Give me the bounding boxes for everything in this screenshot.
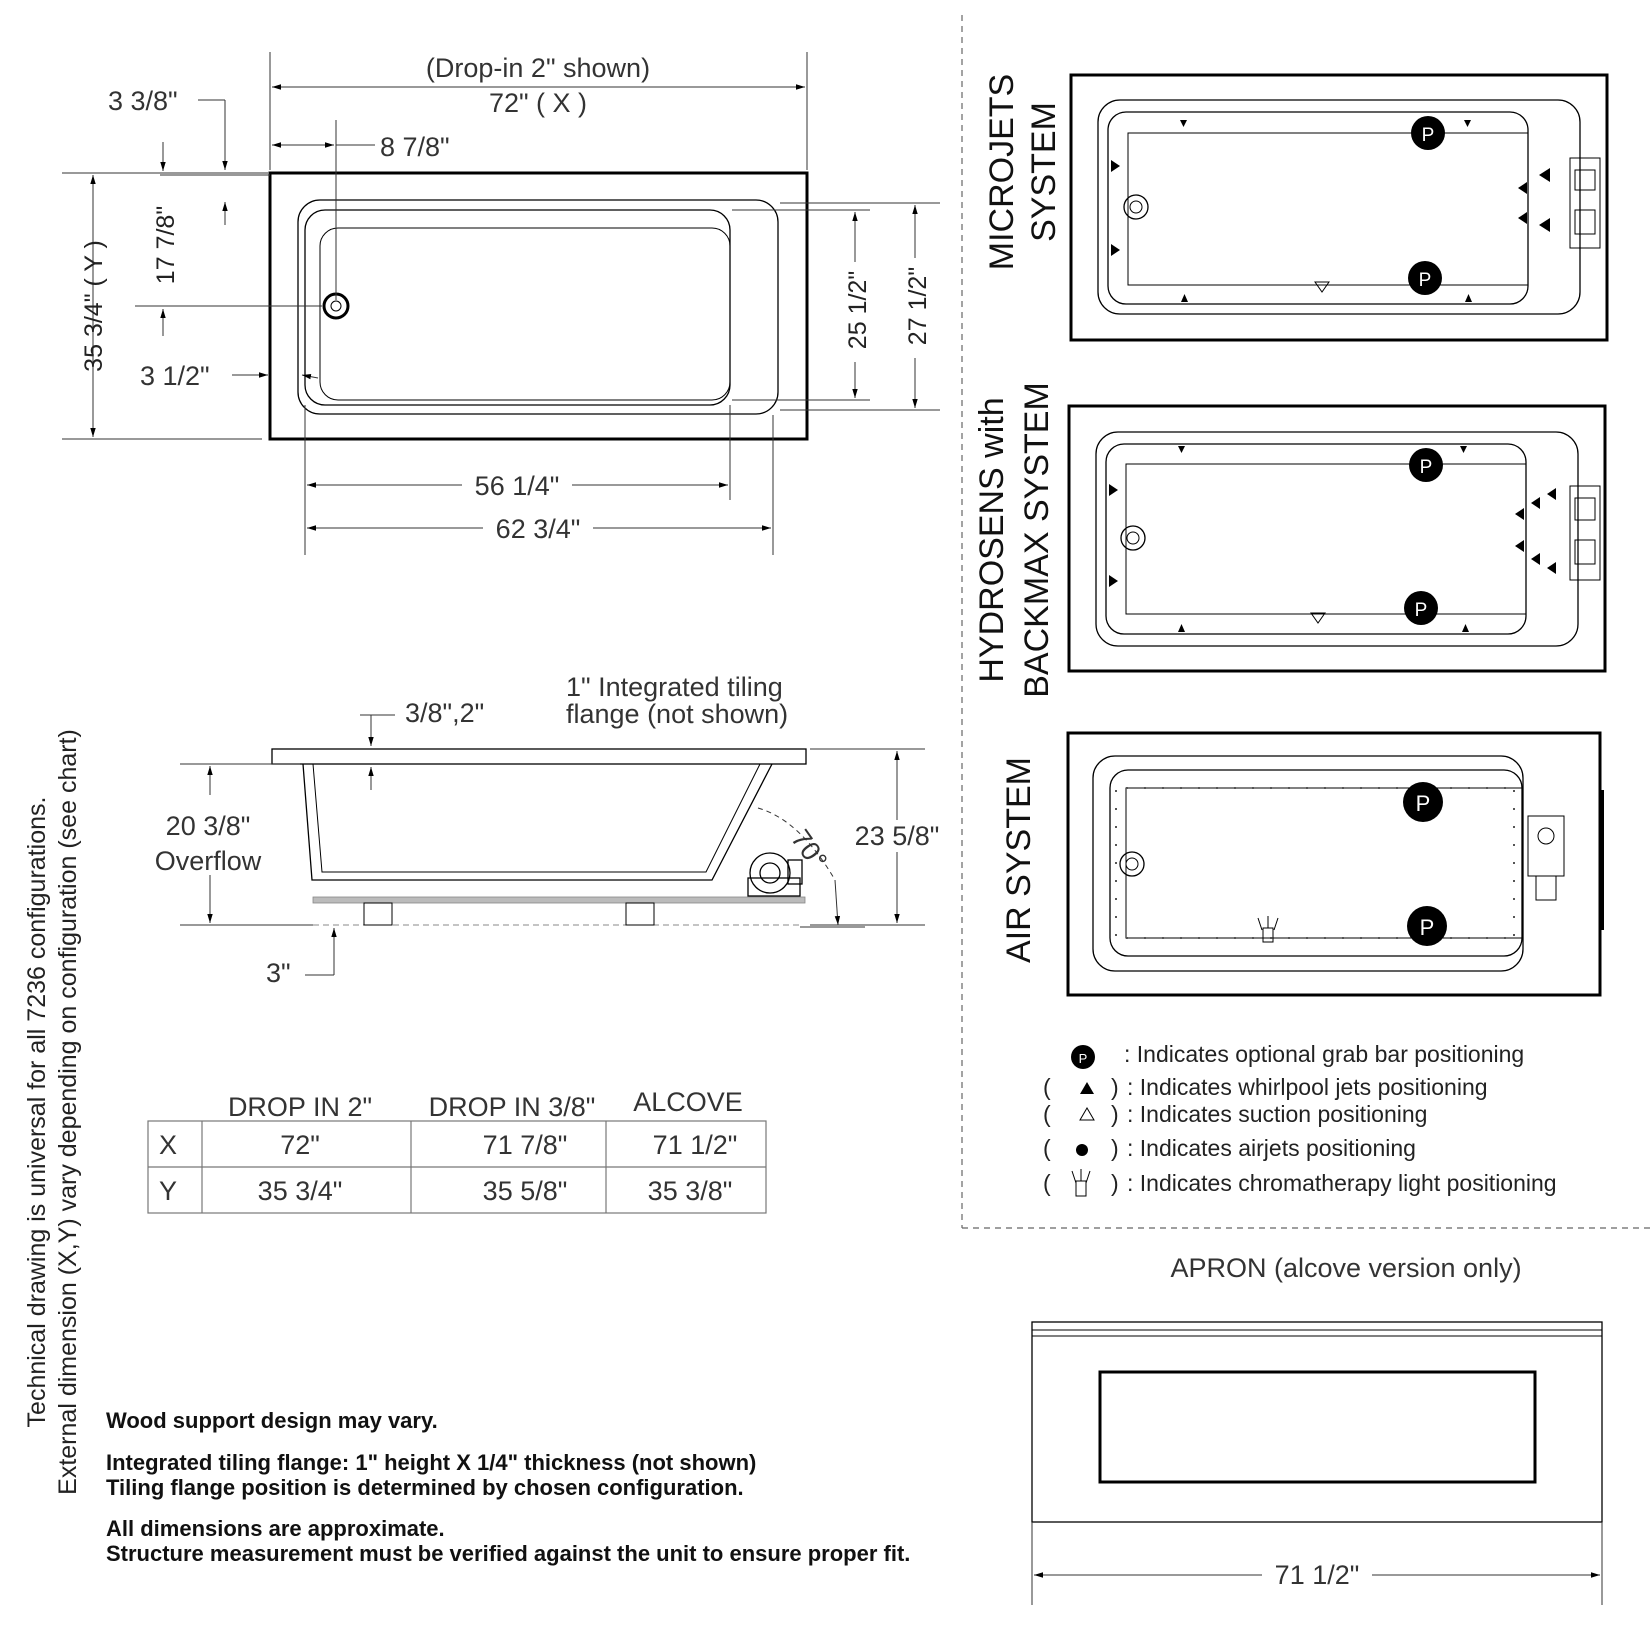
apron-width: 71 1/2" <box>1275 1560 1360 1590</box>
table-cell: 71 1/2" <box>653 1130 738 1160</box>
paren: ) <box>1111 1170 1119 1196</box>
note-wood: Wood support design may vary. <box>106 1408 438 1433</box>
table-cell: 72" <box>280 1130 320 1160</box>
microjets-label-1: MICROJETS <box>983 74 1021 270</box>
legend-whirlpool: : Indicates whirlpool jets positioning <box>1127 1074 1488 1100</box>
legend: P : Indicates optional grab bar position… <box>1043 1041 1557 1197</box>
table-row-label: Y <box>159 1176 177 1206</box>
dim-17-7-8: 17 7/8" <box>152 206 180 284</box>
table-cell: 35 5/8" <box>483 1176 568 1206</box>
hydrosens-system: HYDROSENS with BACKMAX SYSTEM P P <box>973 382 1607 698</box>
legend-suction: : Indicates suction positioning <box>1127 1101 1427 1127</box>
note-flange-1: Integrated tiling flange: 1" height X 1/… <box>106 1450 756 1475</box>
paren: ( <box>1043 1101 1051 1127</box>
note-approx-1: All dimensions are approximate. <box>106 1516 445 1541</box>
side-view: 3/8",2" 1" Integrated tiling flange (not… <box>155 672 945 988</box>
table-cell: 35 3/4" <box>258 1176 343 1206</box>
grab-bar-icon: P <box>1416 791 1431 816</box>
airjet-icon <box>1076 1144 1088 1156</box>
dim-56-1-4: 56 1/4" <box>475 471 560 501</box>
dim-3-3-8: 3 3/8" <box>108 86 178 116</box>
air-blower-icon <box>1527 815 1565 901</box>
paren: ( <box>1043 1074 1051 1100</box>
tub-floor <box>319 227 731 401</box>
air-system-label: AIR SYSTEM <box>1000 757 1038 963</box>
grab-bar-icon: P <box>1415 600 1428 621</box>
table-cell: 35 3/8" <box>648 1176 733 1206</box>
legend-grab-bar-icon: P <box>1079 1051 1088 1066</box>
dim-25-1-2: 25 1/2" <box>844 271 872 349</box>
legend-chroma: : Indicates chromatherapy light position… <box>1127 1170 1557 1196</box>
whirlpool-jet-icon <box>1080 1082 1094 1094</box>
paren: ) <box>1111 1074 1119 1100</box>
wood-support <box>625 902 655 926</box>
chromatherapy-light-icon <box>1257 916 1279 943</box>
table-cell: 71 7/8" <box>483 1130 568 1160</box>
grab-bar-icon: P <box>1420 457 1433 478</box>
paren: ( <box>1043 1135 1051 1161</box>
pump-icon <box>747 852 803 897</box>
flange-note-line1: 1" Integrated tiling <box>566 672 783 702</box>
hydrosens-label-2: BACKMAX SYSTEM <box>1018 382 1056 698</box>
grab-bar-icon: P <box>1422 125 1435 146</box>
vertical-note-line1: Technical drawing is universal for all 7… <box>23 797 51 1428</box>
apron-view: APRON (alcove version only) 71 1/2" <box>1031 1253 1603 1605</box>
overflow-value: 20 3/8" <box>166 811 251 841</box>
height-y-label: 35 3/4" ( Y ) <box>80 240 108 372</box>
grab-bar-icon: P <box>1420 915 1435 940</box>
table-header-alcove: ALCOVE <box>633 1087 743 1117</box>
apron-title: APRON (alcove version only) <box>1170 1253 1521 1283</box>
dim-3-inch: 3" <box>266 958 291 988</box>
table-header-drop-in-3-8: DROP IN 3/8" <box>429 1092 596 1122</box>
tub-rim <box>297 199 779 415</box>
top-view: (Drop-in 2" shown) 72" ( X ) 8 7/8" 3 3/… <box>62 52 940 555</box>
wood-support <box>363 902 393 926</box>
angle-70: 70° <box>785 824 833 875</box>
grab-bar-icon: P <box>1419 270 1432 291</box>
paren: ) <box>1111 1135 1119 1161</box>
dim-62-3-4: 62 3/4" <box>496 514 581 544</box>
dim-3-8-2: 3/8",2" <box>405 698 484 728</box>
suction-icon <box>1079 1107 1095 1121</box>
vertical-note-line2: External dimension (X,Y) vary depending … <box>54 729 82 1495</box>
air-system: AIR SYSTEM P P <box>1000 731 1604 997</box>
microjets-system: MICROJETS SYSTEM P P <box>983 73 1609 342</box>
hydrosens-label-1: HYDROSENS with <box>973 397 1011 682</box>
paren: ( <box>1043 1170 1051 1196</box>
dim-3-1-2: 3 1/2" <box>140 361 210 391</box>
side-shell <box>302 763 773 881</box>
tub-basin <box>304 209 731 406</box>
table-header-drop-in-2: DROP IN 2" <box>228 1092 372 1122</box>
paren: ) <box>1111 1101 1119 1127</box>
note-approx-2: Structure measurement must be verified a… <box>106 1541 910 1566</box>
legend-airjets: : Indicates airjets positioning <box>1127 1135 1416 1161</box>
dim-8-7-8: 8 7/8" <box>380 132 450 162</box>
flange-note-line2: flange (not shown) <box>566 699 788 729</box>
chromatherapy-icon <box>1071 1169 1091 1197</box>
dim-23-5-8: 23 5/8" <box>855 821 940 851</box>
control-unit-icon <box>1569 157 1601 249</box>
table-row-label: X <box>159 1130 177 1160</box>
tub-outline <box>268 171 809 441</box>
side-rim <box>271 748 807 765</box>
overflow-label: Overflow <box>155 846 262 876</box>
note-flange-2: Tiling flange position is determined by … <box>106 1475 744 1500</box>
control-unit-icon <box>1569 485 1601 581</box>
drop-in-note: (Drop-in 2" shown) <box>426 53 650 83</box>
dim-27-1-2: 27 1/2" <box>904 267 932 345</box>
width-x-label: 72" ( X ) <box>489 88 587 118</box>
legend-grab-bar: : Indicates optional grab bar positionin… <box>1124 1041 1524 1067</box>
microjets-label-2: SYSTEM <box>1025 102 1063 242</box>
config-table: DROP IN 2" DROP IN 3/8" ALCOVE X 72" 71 … <box>147 1087 767 1214</box>
